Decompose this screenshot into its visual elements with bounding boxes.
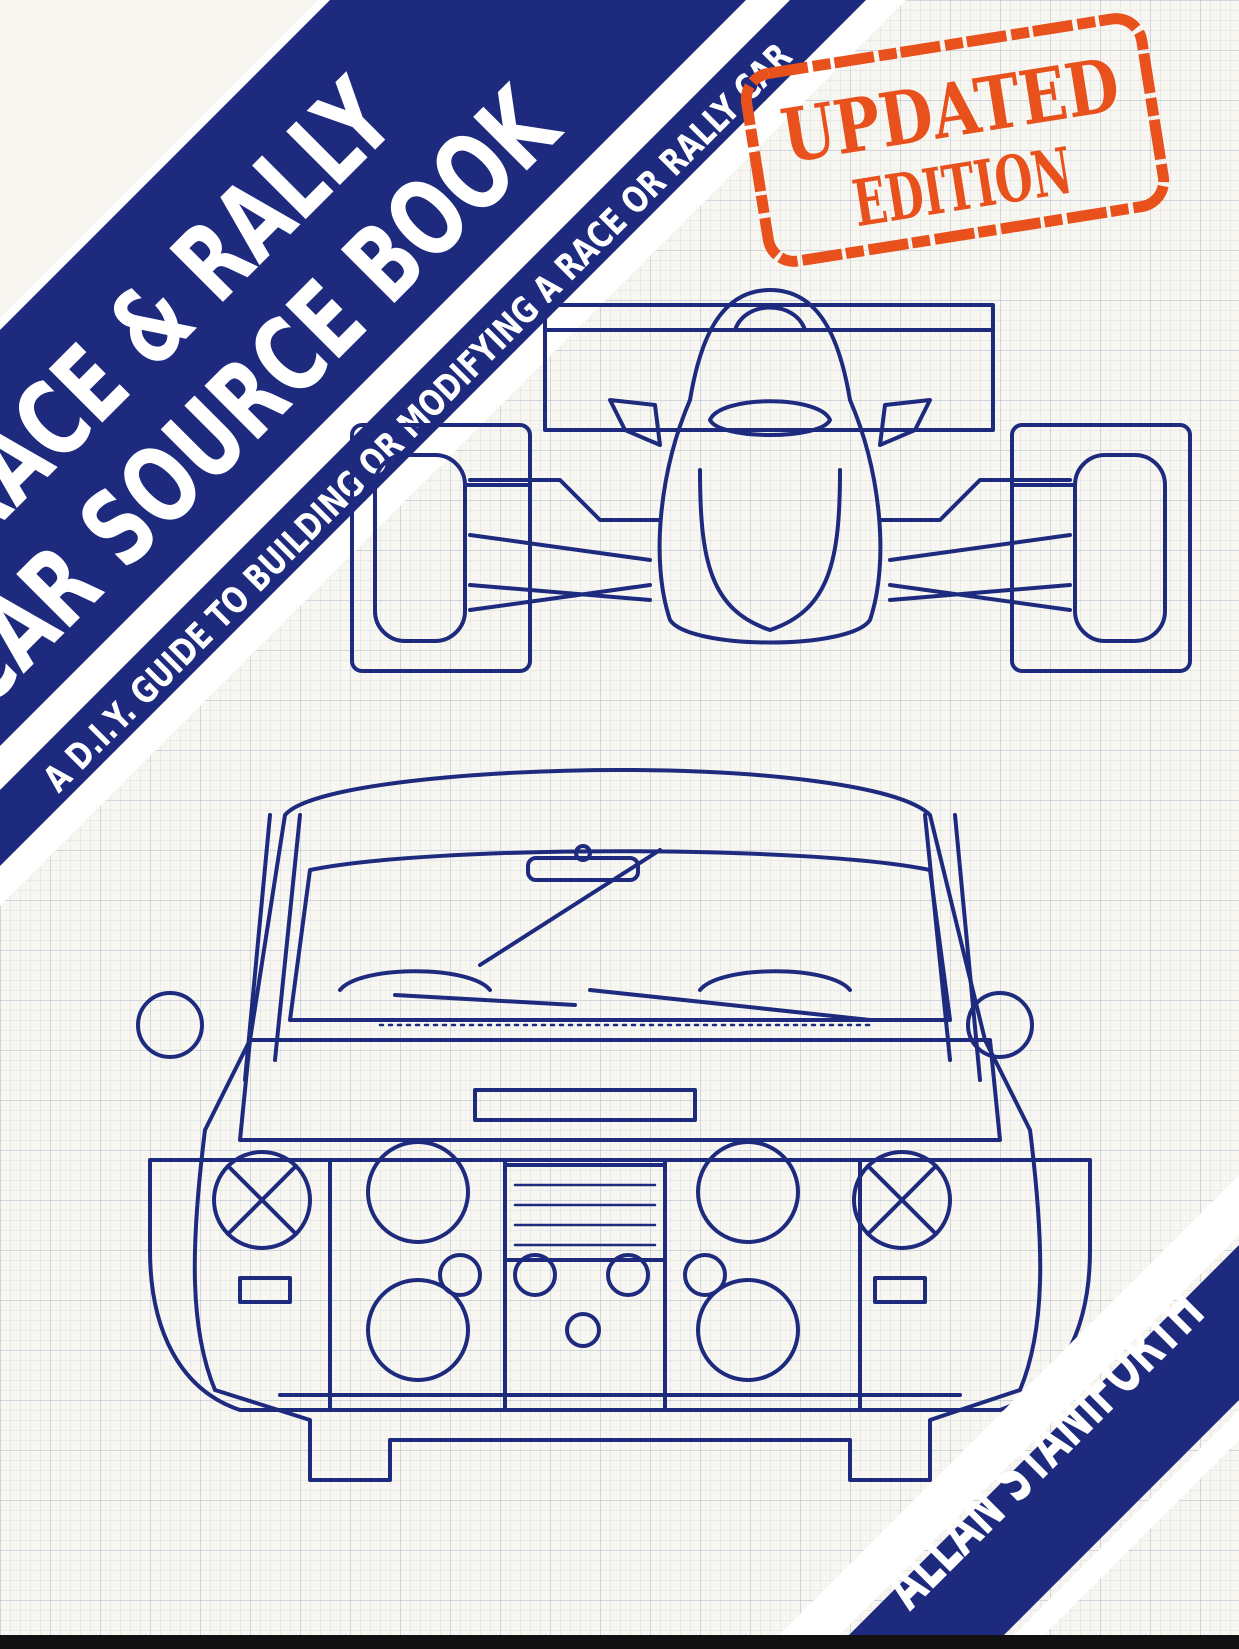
left-door-mirror (136, 991, 204, 1059)
subtitle-band (0, 0, 866, 866)
roll-hoop (733, 305, 807, 332)
right-tyre-inner (1073, 453, 1167, 643)
updated-edition-stamp: UPDATED EDITION (740, 13, 1170, 267)
grille-slats (513, 1183, 657, 1247)
right-door-mirror (966, 991, 1034, 1059)
rally-car-illustration (136, 768, 1092, 1482)
author-band-white (765, 1175, 1239, 1649)
right-indicator (873, 1276, 927, 1304)
small-lamp-2 (513, 1253, 557, 1297)
author-band (765, 1175, 1239, 1649)
small-lamp-4 (683, 1253, 727, 1297)
author-band-stripe (1000, 1410, 1239, 1649)
left-tyre-inner (373, 453, 467, 643)
left-fog-lamp (366, 1278, 470, 1382)
right-fog-lamp (696, 1278, 800, 1382)
left-indicator (238, 1276, 292, 1304)
left-spot-lamp (366, 1140, 470, 1244)
windscreen (288, 849, 952, 1022)
right-suspension (888, 533, 1072, 612)
cockpit-opening (708, 399, 832, 437)
right-mirror (878, 398, 932, 447)
subtitle-band-white (0, 0, 906, 906)
bull-bar (148, 1158, 1092, 1412)
author-band-blue (835, 1245, 1239, 1649)
right-sidepod (878, 478, 1072, 522)
left-seat (338, 969, 492, 992)
rear-wing (543, 303, 995, 432)
cover-bottom-edge (0, 1635, 1239, 1649)
right-headlight-tape (866, 1164, 938, 1236)
small-lamp-3 (606, 1253, 650, 1297)
wipers (393, 988, 872, 1022)
bonnet (238, 1038, 1002, 1142)
title-band-corner-paper (0, 0, 318, 318)
car-body (192, 768, 1043, 1482)
small-lamp-1 (438, 1253, 482, 1297)
left-mirror (608, 398, 662, 447)
right-tyre-outer (1010, 423, 1192, 673)
bonnet-badge (473, 1088, 697, 1122)
left-tyre-outer (350, 423, 532, 673)
nose-detail (698, 468, 842, 632)
grille (503, 1163, 667, 1262)
left-sidepod (468, 478, 662, 522)
mirror-mount (574, 844, 592, 862)
race-car-illustration (350, 288, 1192, 673)
right-headlight (852, 1150, 952, 1250)
left-suspension (468, 533, 652, 612)
cage-diagonal (478, 848, 662, 967)
right-spot-lamp (696, 1140, 800, 1244)
left-roll-bar (243, 813, 302, 1082)
small-lamp-5 (565, 1312, 601, 1348)
left-headlight (212, 1150, 312, 1250)
left-headlight-tape (226, 1164, 298, 1236)
nose-body (657, 288, 883, 645)
right-seat (698, 969, 852, 992)
title-band (0, 0, 906, 906)
title-band-outer (0, 0, 746, 746)
